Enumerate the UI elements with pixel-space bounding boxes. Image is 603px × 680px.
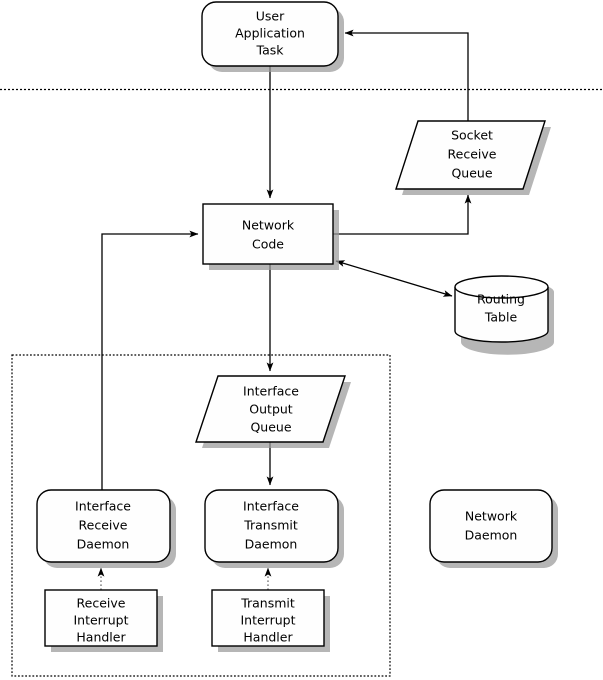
edge-network-code-routing-table	[335, 260, 453, 297]
node-user-application-task[interactable]: User Application Task	[201, 1, 344, 72]
edge-socket-queue-to-user-app	[344, 29, 469, 121]
node-receive-interrupt-handler[interactable]: Receive Interrupt Handler	[44, 589, 163, 652]
node-network-code[interactable]: Network Code	[202, 203, 339, 270]
node-interface-output-queue[interactable]: Interface Output Queue	[195, 375, 351, 448]
edge-network-code-to-socket-queue	[333, 194, 472, 235]
driver-group-boundary	[11, 354, 391, 677]
edge-receive-daemon-to-network-code	[101, 230, 199, 490]
node-network-daemon[interactable]: Network Daemon	[429, 489, 558, 568]
node-transmit-interrupt-handler[interactable]: Transmit Interrupt Handler	[211, 589, 330, 652]
node-interface-receive-daemon[interactable]: Interface Receive Daemon	[36, 489, 176, 568]
node-routing-table[interactable]: Routing Table	[454, 275, 554, 355]
node-socket-receive-queue[interactable]: Socket Receive Queue	[395, 120, 551, 195]
node-interface-transmit-daemon[interactable]: Interface Transmit Daemon	[204, 489, 344, 568]
